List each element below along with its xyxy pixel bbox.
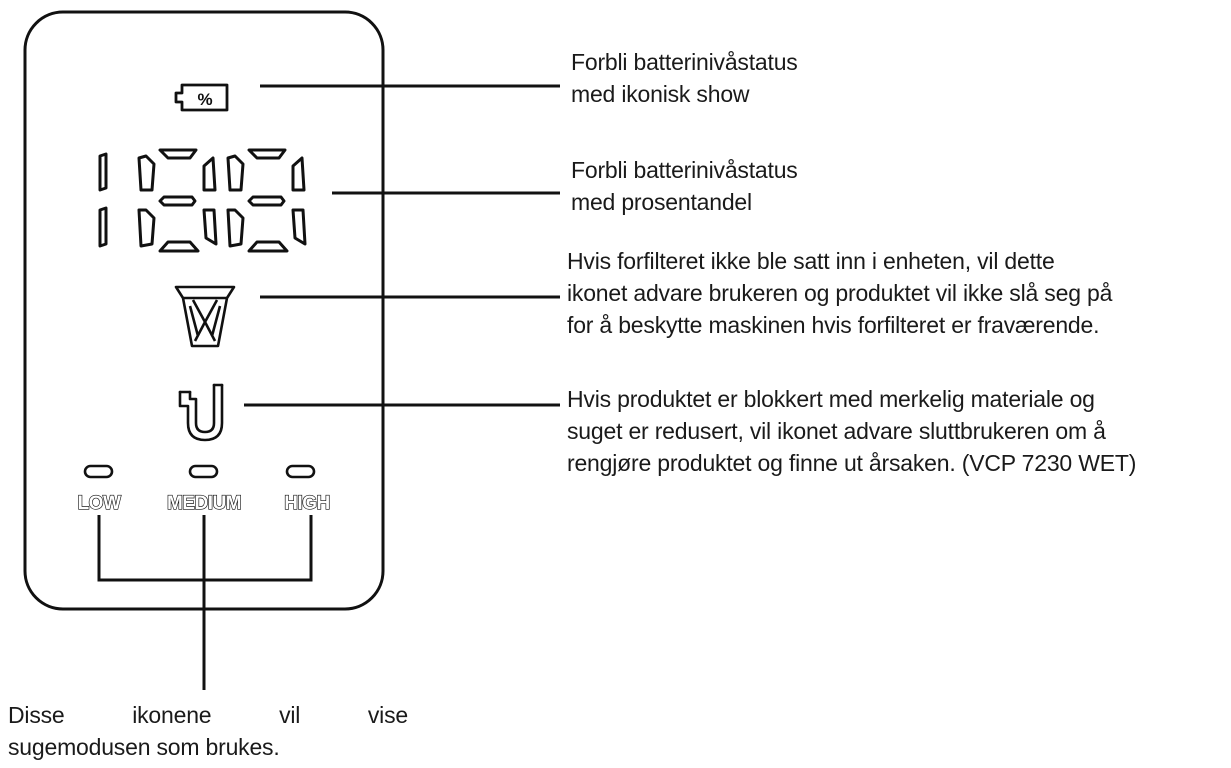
callout-blockage: Hvis produktet er blokkert med merkelig … xyxy=(567,383,1136,479)
callout-blockage-line3: rengjøre produktet og finne ut årsaken. … xyxy=(567,450,1137,476)
callout-modes-word: vil xyxy=(279,702,301,728)
leader-modes-bracket xyxy=(97,515,313,690)
callout-modes-word: ikonene xyxy=(132,702,212,728)
seven-segment-display xyxy=(98,148,307,253)
low-indicator xyxy=(83,464,114,479)
digit-tens xyxy=(137,148,218,253)
callout-battery-percent-line1: Forbli batterinivåstatus xyxy=(571,157,798,183)
prefilter-icon xyxy=(174,285,236,348)
callout-modes-line2: sugemodusen som brukes. xyxy=(8,734,280,760)
mode-label-low: LOW xyxy=(78,493,121,514)
callout-prefilter-line2: ikonet advare brukeren og produktet vil … xyxy=(567,280,1113,306)
callout-prefilter-line1: Hvis forfilteret ikke ble satt inn i enh… xyxy=(567,248,1055,274)
digit-ones xyxy=(226,148,307,253)
callout-battery-percent-line2: med prosentandel xyxy=(571,189,752,215)
callout-blockage-line1: Hvis produktet er blokkert med merkelig … xyxy=(567,386,1095,412)
blocked-pipe-icon xyxy=(178,383,224,442)
callout-modes-line1: Disse ikonene vil vise xyxy=(8,699,408,731)
callout-modes: Disse ikonene vil vise sugemodusen som b… xyxy=(8,699,408,763)
callout-blockage-line2: suget er redusert, vil ikonet advare slu… xyxy=(567,418,1106,444)
digit-hundreds xyxy=(98,152,108,248)
battery-percent-icon: % xyxy=(174,83,229,112)
leader-lines xyxy=(97,84,560,690)
high-indicator xyxy=(285,464,316,479)
mode-label-medium: MEDIUM xyxy=(167,493,241,514)
callout-battery-icon-line2: med ikonisk show xyxy=(571,81,750,107)
callout-battery-icon-line1: Forbli batterinivåstatus xyxy=(571,49,798,75)
callout-prefilter-line3: for å beskytte maskinen hvis forfilteret… xyxy=(567,312,1100,338)
battery-percent-symbol: % xyxy=(197,90,212,109)
callout-modes-word: Disse xyxy=(8,702,65,728)
medium-indicator xyxy=(188,464,219,479)
callout-battery-percent: Forbli batterinivåstatus med prosentande… xyxy=(571,154,798,218)
callout-battery-icon: Forbli batterinivåstatus med ikonisk sho… xyxy=(571,46,798,110)
mode-indicators xyxy=(83,464,316,479)
callout-modes-word: vise xyxy=(367,702,408,728)
mode-label-high: HIGH xyxy=(284,493,330,514)
callout-prefilter: Hvis forfilteret ikke ble satt inn i enh… xyxy=(567,245,1112,341)
